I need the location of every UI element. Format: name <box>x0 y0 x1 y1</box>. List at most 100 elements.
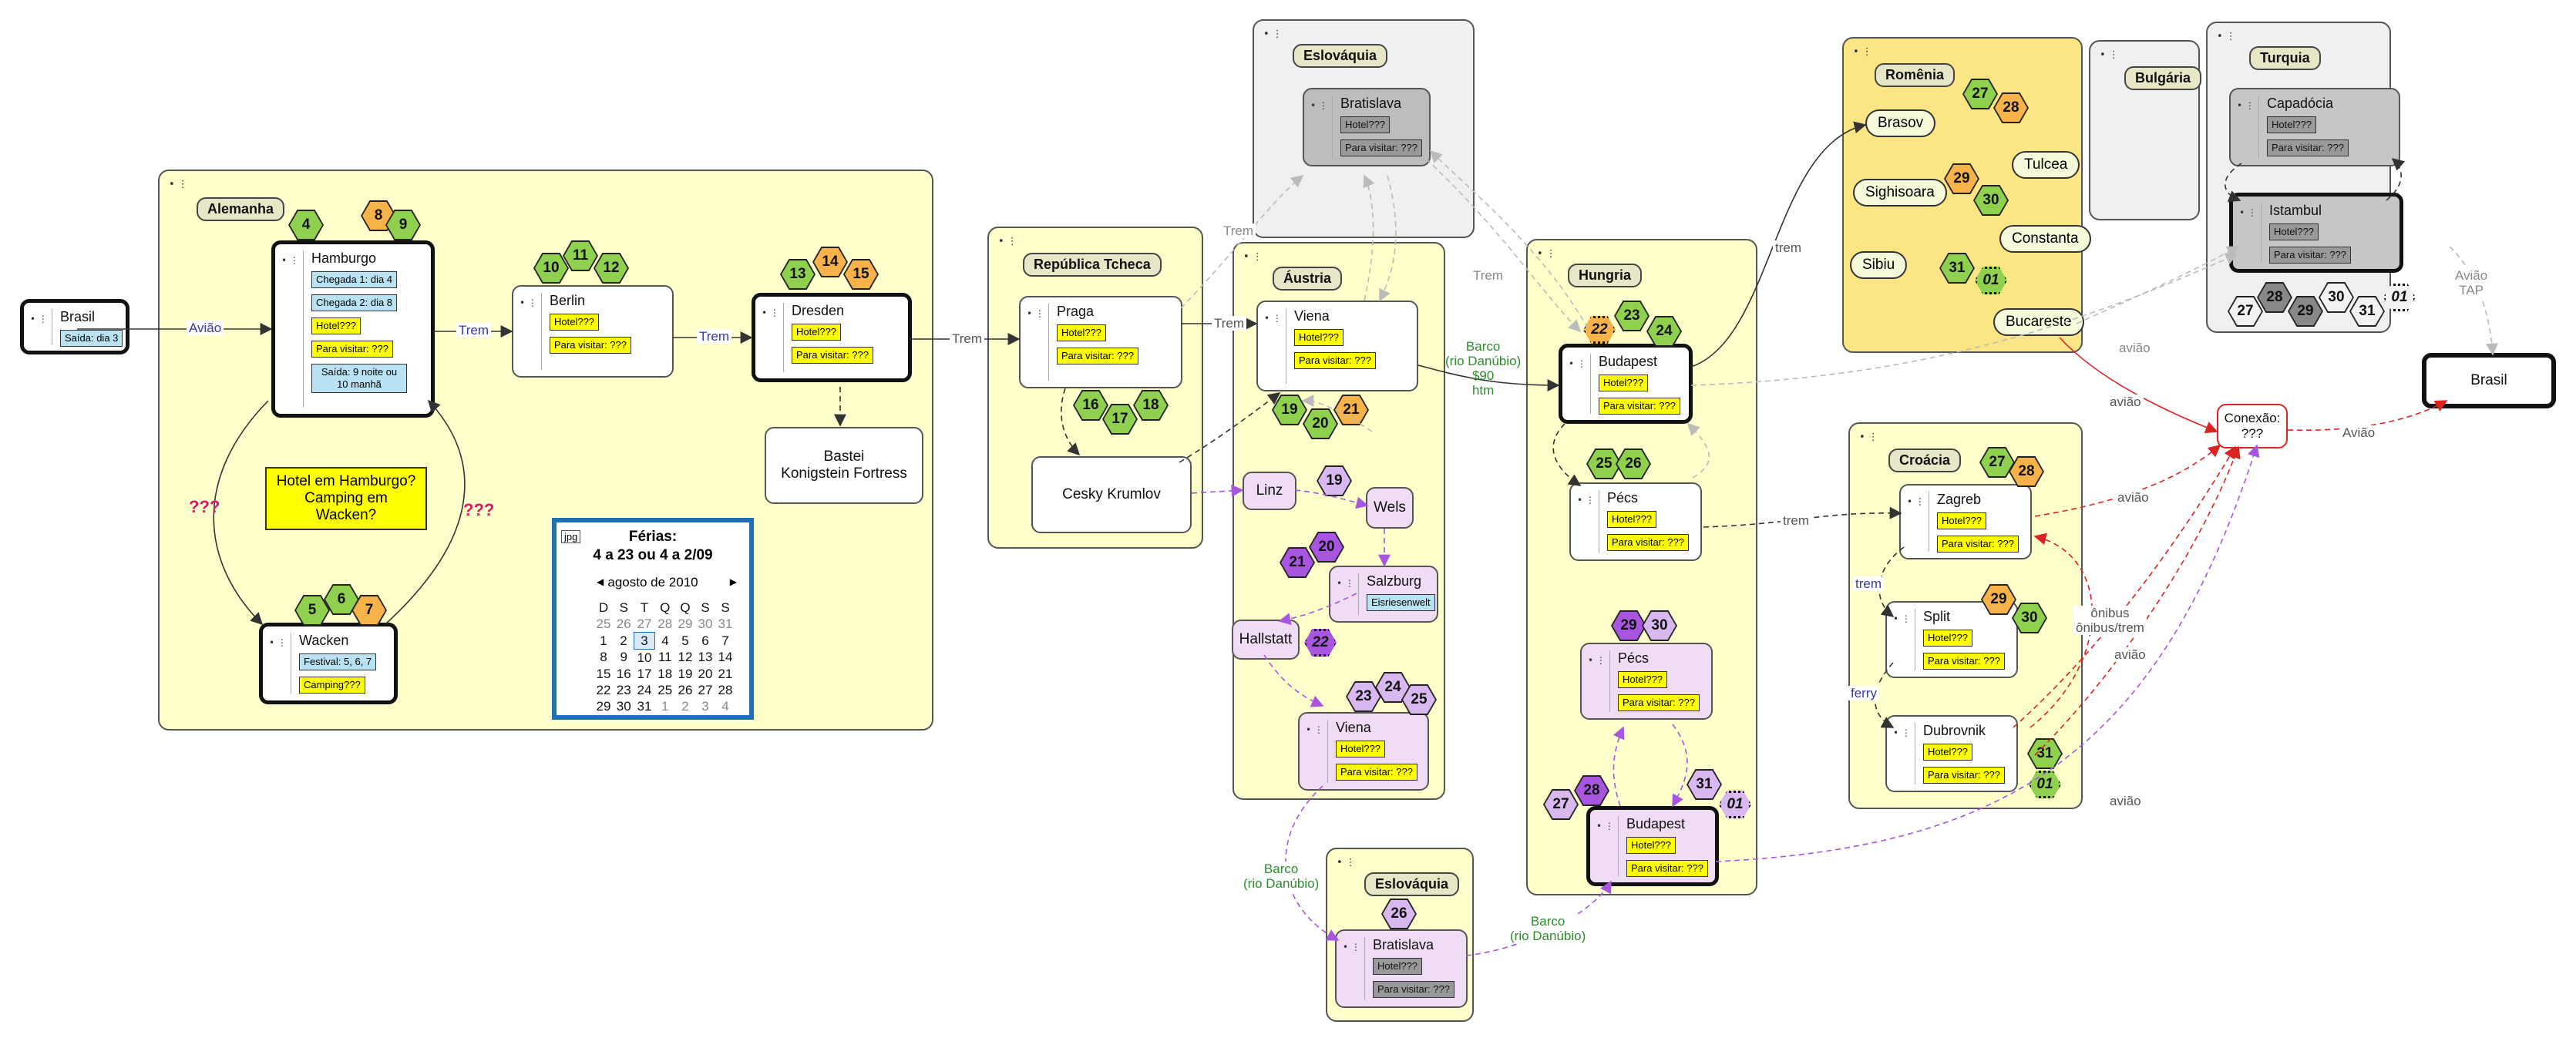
calendar-day[interactable]: 29 <box>596 698 611 714</box>
calendar-day[interactable]: 5 <box>681 633 689 648</box>
calendar-day[interactable]: 2 <box>620 633 627 648</box>
calendar-day[interactable]: 27 <box>637 616 652 631</box>
day-hexagon: 23 <box>1614 301 1650 331</box>
day-hexagon: 31 <box>2349 296 2385 327</box>
next-month-icon[interactable]: ▶ <box>729 576 737 587</box>
node-budapest-bottom[interactable]: • ⋮ Budapest Hotel??? Para visitar: ??? <box>1586 806 1719 886</box>
calendar-day[interactable]: 27 <box>698 682 713 697</box>
node-capadocia[interactable]: • ⋮ Capadócia Hotel??? Para visitar: ??? <box>2229 88 2400 166</box>
calendar-day[interactable]: 30 <box>616 698 631 714</box>
node-wacken[interactable]: • ⋮ Wacken Festival: 5, 6, 7 Camping??? <box>259 623 398 704</box>
calendar-day[interactable]: 13 <box>698 650 713 665</box>
calendar-day[interactable]: 19 <box>678 666 693 681</box>
node-istambul[interactable]: • ⋮ Istambul Hotel??? Para visitar: ??? <box>2229 193 2403 273</box>
calendar-day[interactable]: 26 <box>616 616 631 631</box>
calendar-day[interactable]: 16 <box>616 666 631 681</box>
calendar-day[interactable]: 15 <box>596 666 611 681</box>
calendar-day[interactable]: 21 <box>718 666 733 681</box>
calendar-day[interactable]: 1 <box>600 633 607 648</box>
node-title: Dresden <box>792 303 845 318</box>
calendar-day[interactable]: 28 <box>718 682 733 697</box>
calendar-day[interactable]: 25 <box>657 682 673 697</box>
node-brasov[interactable]: Brasov <box>1865 109 1936 137</box>
day-hexagon: 10 <box>533 253 569 284</box>
node-bucareste[interactable]: Bucareste <box>1993 308 2084 336</box>
node-hamburgo[interactable]: • ⋮ Hamburgo Chegada 1: dia 4 Chegada 2:… <box>271 240 435 418</box>
calendar-day[interactable]: 12 <box>678 650 693 665</box>
calendar-day[interactable]: 14 <box>718 650 733 665</box>
calendar-day[interactable]: 17 <box>637 666 652 681</box>
node-salzburg[interactable]: • ⋮ Salzburg Eisriesenwelt <box>1329 566 1438 623</box>
calendar-day[interactable]: 31 <box>637 698 652 714</box>
calendar-day[interactable]: 28 <box>657 616 673 631</box>
node-tag: Para visitar: ??? <box>1607 534 1689 551</box>
image-badge: jpg <box>561 530 581 543</box>
node-tag: Hotel??? <box>2269 223 2319 240</box>
calendar-day[interactable]: 26 <box>678 682 693 697</box>
day-label: 4 <box>290 211 322 239</box>
node-bratislava-bottom[interactable]: • ⋮ Bratislava Hotel??? Para visitar: ??… <box>1335 929 1468 1008</box>
node-tag: Para visitar: ??? <box>1294 352 1376 369</box>
node-hallstatt[interactable]: Hallstatt <box>1232 620 1300 660</box>
calendar-day[interactable]: 20 <box>698 666 713 681</box>
calendar-day[interactable]: 31 <box>718 616 733 631</box>
edge-label: avião <box>2115 490 2151 505</box>
calendar-widget: jpg Férias: 4 a 23 ou 4 a 2/09 ◀ agosto … <box>552 518 754 720</box>
node-tag: Chegada 2: dia 8 <box>311 294 398 311</box>
calendar-day[interactable]: 4 <box>661 633 669 648</box>
region-turquia[interactable]: • ⋮ Turquia <box>2206 22 2391 333</box>
node-cesky-krumlov[interactable]: Cesky Krumlov <box>1031 456 1192 533</box>
calendar-day[interactable]: 2 <box>681 698 689 714</box>
node-linz[interactable]: Linz <box>1243 472 1296 510</box>
edge-label: trem <box>1781 513 1811 528</box>
calendar-day[interactable]: 3 <box>701 698 709 714</box>
calendar-day[interactable]: 25 <box>596 616 611 631</box>
node-sighisoara[interactable]: Sighisoara <box>1853 179 1947 207</box>
calendar-day[interactable]: 7 <box>721 633 729 648</box>
node-constanta[interactable]: Constanta <box>1999 225 2091 253</box>
calendar-day[interactable]: 9 <box>620 650 627 665</box>
calendar-day[interactable]: 30 <box>698 616 713 631</box>
calendar-day[interactable]: 6 <box>701 633 709 648</box>
node-budapest-top[interactable]: • ⋮ Budapest Hotel??? Para visitar: ??? <box>1559 344 1693 424</box>
day-hexagon: 7 <box>351 595 387 626</box>
region-bulgaria[interactable]: • ⋮ Bulgária <box>2089 40 2202 220</box>
node-wels[interactable]: Wels <box>1366 487 1414 529</box>
grip-icon: • ⋮ <box>1596 821 1614 831</box>
grip-icon: • ⋮ <box>998 236 1017 247</box>
grip-icon: • ⋮ <box>169 179 188 190</box>
calendar-day[interactable]: 8 <box>600 650 607 665</box>
node-zagreb[interactable]: • ⋮ Zagreb Hotel??? Para visitar: ??? <box>1899 484 2032 559</box>
grip-icon: • ⋮ <box>1537 248 1556 260</box>
node-conexao[interactable]: Conexão: ??? <box>2217 404 2288 448</box>
node-bratislava-top[interactable]: • ⋮ Bratislava Hotel??? Para visitar: ??… <box>1303 88 1431 166</box>
node-pecs-top[interactable]: • ⋮ Pécs Hotel??? Para visitar: ??? <box>1569 482 1702 561</box>
node-bastei[interactable]: Bastei Konigstein Fortress <box>765 427 923 504</box>
node-brasil-end[interactable]: Brasil <box>2422 353 2556 408</box>
node-viena-bottom[interactable]: • ⋮ Viena Hotel??? Para visitar: ??? <box>1298 712 1429 791</box>
node-viena-top[interactable]: • ⋮ Viena Hotel??? Para visitar: ??? <box>1256 301 1418 391</box>
calendar-day[interactable]: 18 <box>657 666 673 681</box>
day-label: 26 <box>1617 450 1650 478</box>
calendar-day[interactable]: 10 <box>637 650 652 665</box>
calendar-day[interactable]: 24 <box>637 682 652 697</box>
node-berlin[interactable]: • ⋮ Berlin Hotel??? Para visitar: ??? <box>512 285 674 378</box>
calendar-day[interactable]: 4 <box>721 698 729 714</box>
calendar-day[interactable]: 22 <box>596 682 611 697</box>
calendar-day[interactable]: 1 <box>661 698 669 714</box>
node-tag: Hotel??? <box>1340 116 1391 133</box>
prev-month-icon[interactable]: ◀ <box>597 576 604 587</box>
day-label: 27 <box>1545 791 1577 818</box>
node-brasil-start[interactable]: • ⋮ Brasil Saída: dia 3 <box>20 299 129 354</box>
node-dresden[interactable]: • ⋮ Dresden Hotel??? Para visitar: ??? <box>752 293 912 382</box>
node-tulcea[interactable]: Tulcea <box>2012 151 2080 179</box>
node-sibiu[interactable]: Sibiu <box>1850 251 1908 279</box>
calendar-day[interactable]: 11 <box>657 650 672 665</box>
calendar-day[interactable]: 29 <box>678 616 693 631</box>
day-hexagon: 28 <box>2257 282 2292 313</box>
calendar-day[interactable]: 23 <box>616 682 631 697</box>
node-praga[interactable]: • ⋮ Praga Hotel??? Para visitar: ??? <box>1019 296 1182 388</box>
node-dubrovnik[interactable]: • ⋮ Dubrovnik Hotel??? Para visitar: ??? <box>1885 715 2018 792</box>
node-pecs-bottom[interactable]: • ⋮ Pécs Hotel??? Para visitar: ??? <box>1580 643 1713 720</box>
calendar-day[interactable]: 3 <box>634 632 655 650</box>
